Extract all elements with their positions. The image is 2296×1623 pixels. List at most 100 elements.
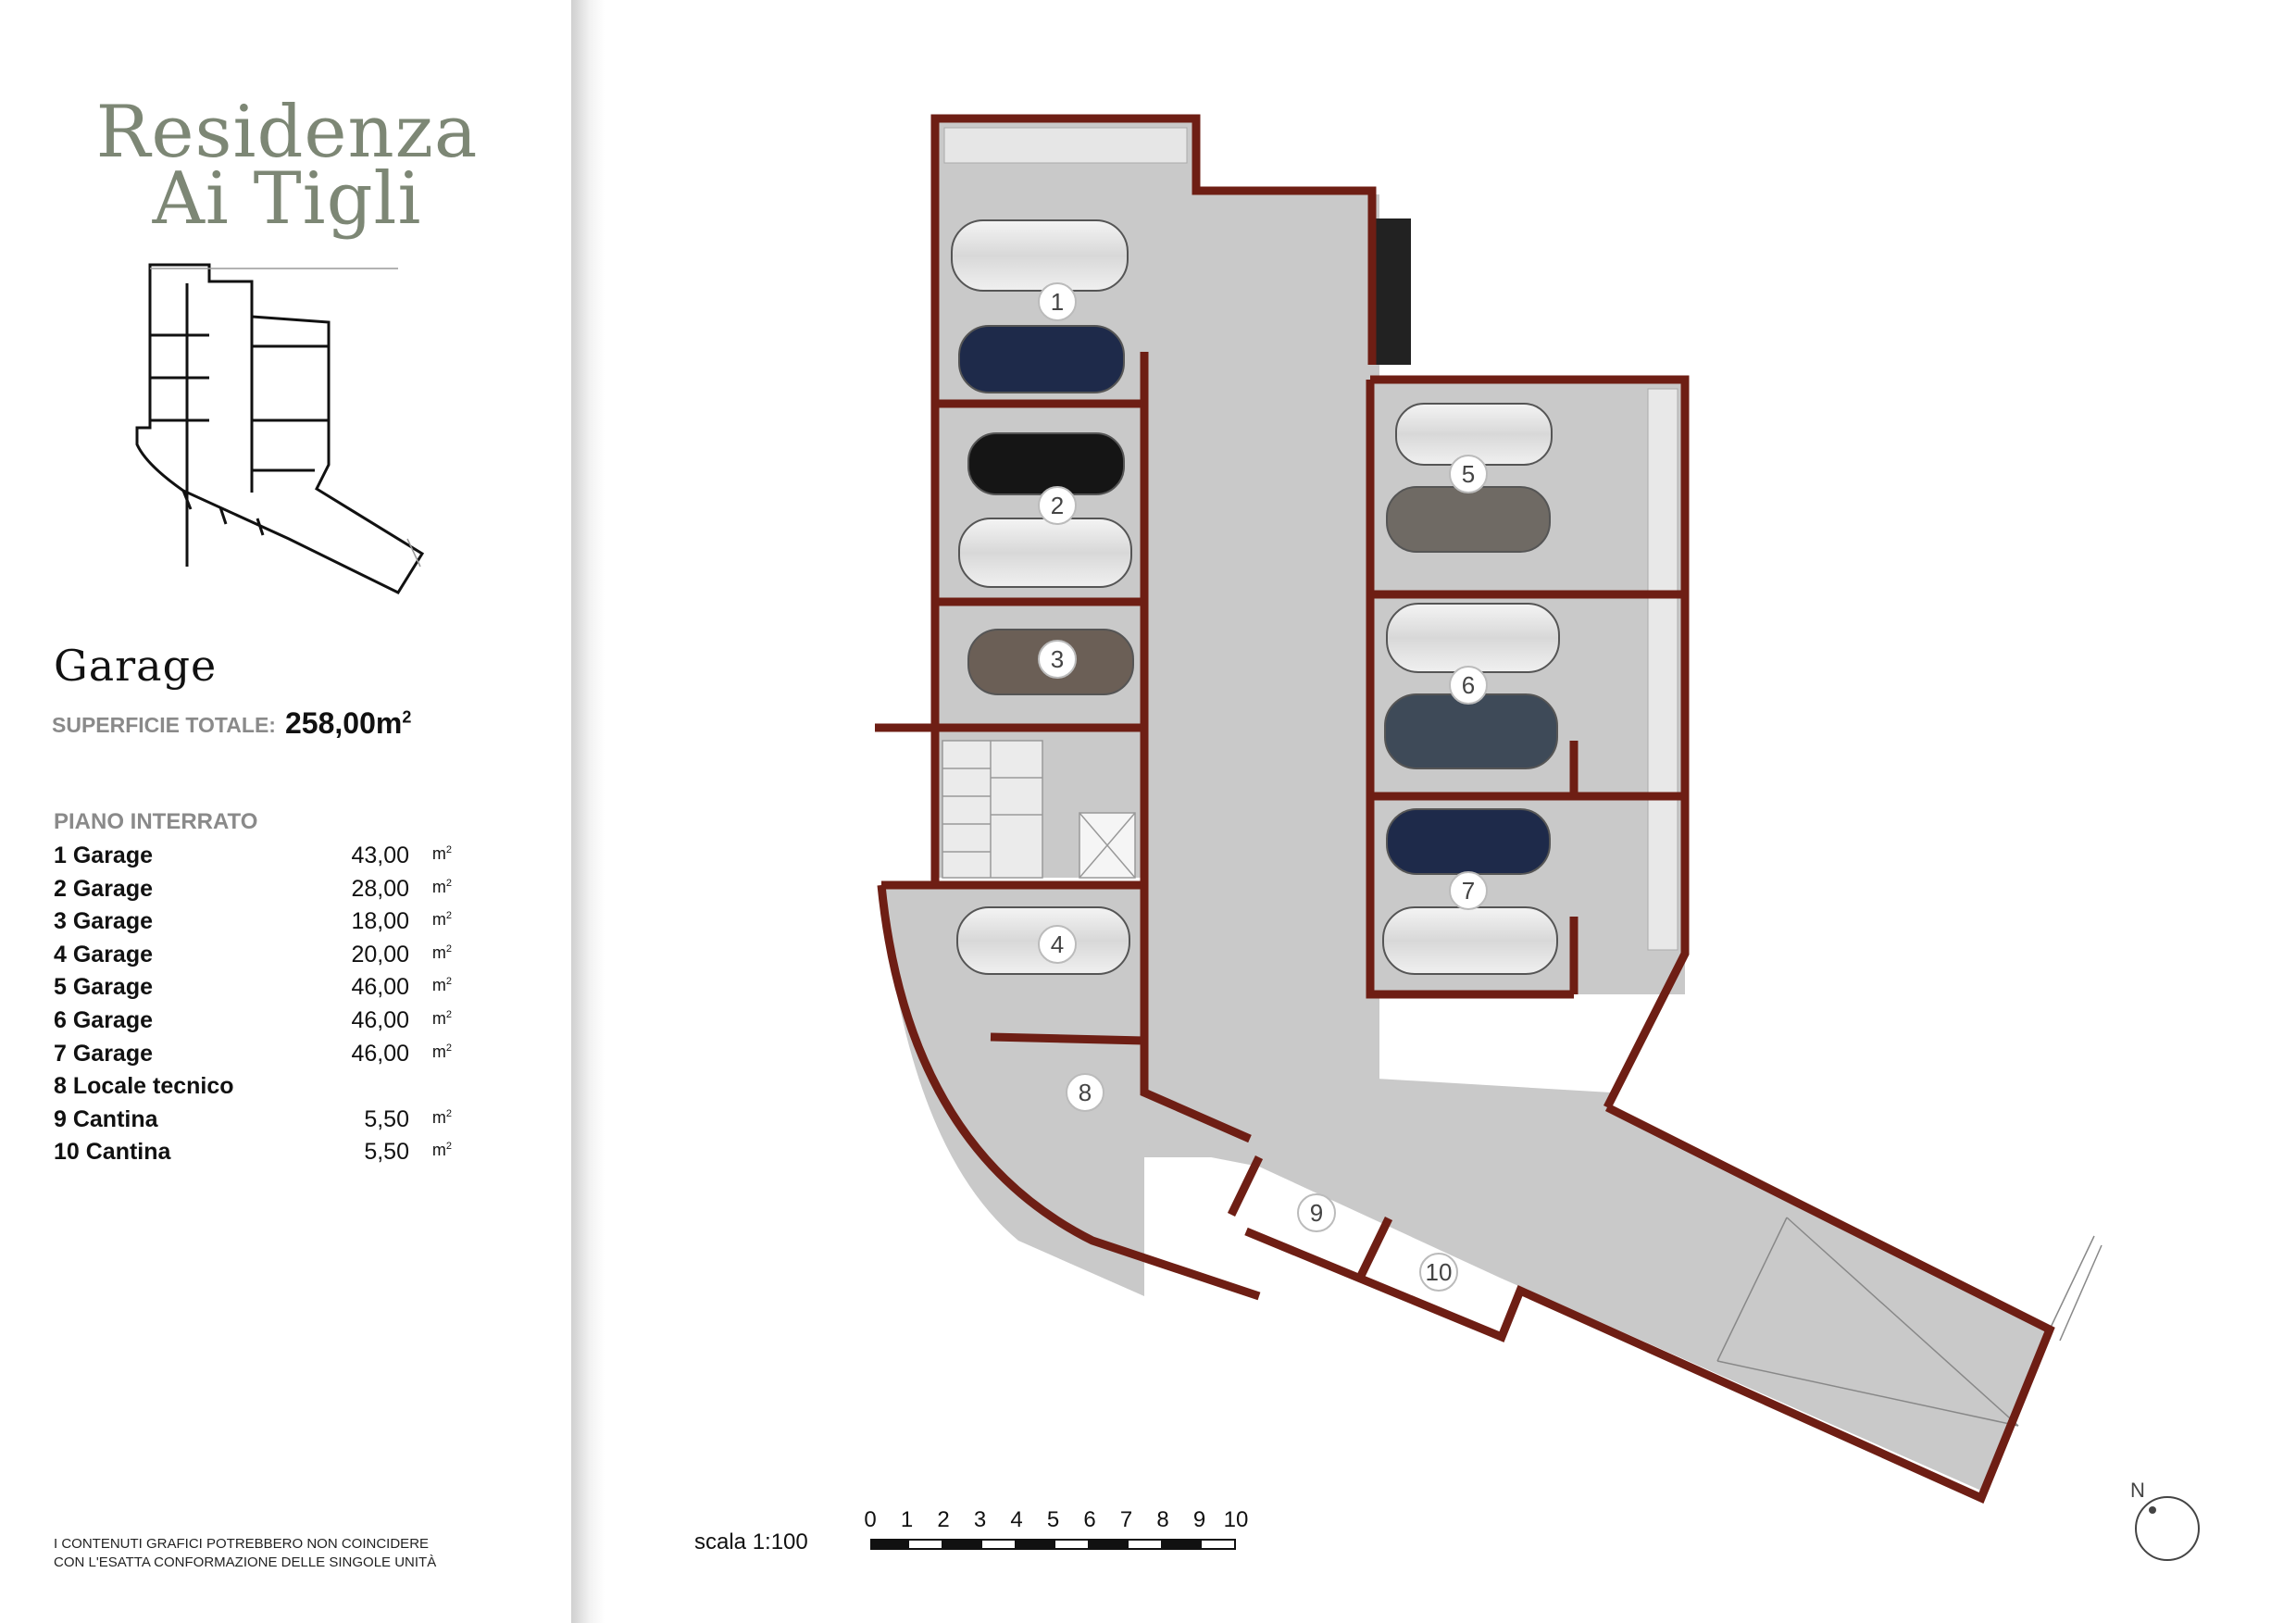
unit-label: 4 xyxy=(1051,930,1064,958)
room-list: 1 Garage 43,00 m2 2 Garage 28,00 m2 3 Ga… xyxy=(54,839,452,1168)
room-area: 5,50 xyxy=(364,1139,409,1166)
room-name: 5 Garage xyxy=(54,974,154,1001)
unit-label: 1 xyxy=(1051,288,1064,316)
north-arrow-icon xyxy=(2135,1496,2200,1561)
walls xyxy=(875,114,2055,1504)
staircase xyxy=(942,740,1136,879)
window-strip xyxy=(1647,797,1678,951)
room-unit: m2 xyxy=(431,910,452,930)
car-icon xyxy=(958,325,1125,393)
room-name: 9 Cantina xyxy=(54,1105,158,1132)
car-icon xyxy=(1384,693,1558,769)
disclaimer-line: con l'esatta conformazione delle singole… xyxy=(54,1554,437,1570)
room-unit: m2 xyxy=(431,1141,452,1160)
room-unit: m2 xyxy=(431,1107,452,1127)
room-name: 1 Garage xyxy=(54,843,154,868)
disclaimer-line: I contenuti grafici potrebbero non coinc… xyxy=(54,1536,430,1552)
window-strip xyxy=(943,127,1188,164)
room-row: 7 Garage 46,00 m2 xyxy=(54,1037,452,1070)
room-unit: m2 xyxy=(431,976,452,995)
room-row: 9 Cantina 5,50 m2 xyxy=(54,1103,452,1136)
car-icon xyxy=(951,219,1129,292)
room-unit: m2 xyxy=(431,1008,452,1028)
grille xyxy=(1376,218,1411,365)
unit-label: 2 xyxy=(1051,492,1064,519)
room-area: 28,00 xyxy=(351,875,409,902)
room-area: 46,00 xyxy=(351,1006,409,1033)
total-area-value: 258,00m2 xyxy=(285,706,412,740)
unit-markers: 1 2 3 4 5 6 7 8 9 10 xyxy=(1038,282,1488,1292)
brand-title-line1: Residenza xyxy=(95,91,479,174)
ramp xyxy=(1716,1217,2103,1427)
scale-segment xyxy=(1126,1539,1163,1550)
key-plan-thumbnail xyxy=(135,263,425,594)
car-icon xyxy=(958,518,1132,588)
total-area-label: SUPERFICIE TOTALE: xyxy=(52,713,276,737)
room-unit: m2 xyxy=(431,943,452,962)
scale-segment xyxy=(1017,1539,1054,1550)
scale-tick-label: 0 xyxy=(864,1507,877,1532)
window-strip xyxy=(1647,388,1678,592)
scale-tick-label: 9 xyxy=(1192,1507,1206,1532)
unit-label: 9 xyxy=(1310,1199,1323,1227)
car-icon xyxy=(967,432,1125,495)
room-area: 43,00 xyxy=(351,843,409,868)
room-name: 3 Garage xyxy=(54,908,154,935)
unit-label: 6 xyxy=(1462,671,1475,699)
room-area: 46,00 xyxy=(351,974,409,1001)
unit-label: 10 xyxy=(1426,1258,1453,1286)
scale-segment xyxy=(1163,1539,1200,1550)
scale-tick-label: 4 xyxy=(1010,1507,1023,1532)
north-dot xyxy=(2149,1506,2156,1514)
room-name: 7 Garage xyxy=(54,1040,154,1067)
scale-tick-label: 10 xyxy=(1223,1507,1249,1532)
scale-segment xyxy=(1199,1539,1236,1550)
room-name: 4 Garage xyxy=(54,941,154,968)
room-area: 5,50 xyxy=(364,1105,409,1132)
floor-area xyxy=(881,122,2046,1491)
scale-tick-label: 3 xyxy=(973,1507,987,1532)
room-area: 18,00 xyxy=(351,908,409,935)
scale-segment xyxy=(1053,1539,1090,1550)
unit-label: 7 xyxy=(1462,877,1475,905)
scale-segment xyxy=(980,1539,1017,1550)
car-icon xyxy=(1386,808,1551,875)
window-strip xyxy=(1647,595,1678,793)
section-title: Garage xyxy=(54,641,218,691)
floor-label: PIANO INTERRATO xyxy=(54,809,258,834)
room-row: 4 Garage 20,00 m2 xyxy=(54,938,452,971)
room-unit: m2 xyxy=(431,877,452,896)
room-name: 6 Garage xyxy=(54,1006,154,1033)
unit-label: 3 xyxy=(1051,645,1064,673)
car-icon xyxy=(1386,486,1551,553)
car-icon xyxy=(1386,603,1560,673)
scale-tick-label: 8 xyxy=(1156,1507,1169,1532)
unit-label: 8 xyxy=(1079,1079,1092,1106)
scale-segment xyxy=(943,1539,980,1550)
room-unit: m2 xyxy=(431,1042,452,1061)
room-row: 1 Garage 43,00 m2 xyxy=(54,839,452,872)
room-row: 8 Locale tecnico xyxy=(54,1069,452,1103)
scale-segment xyxy=(1090,1539,1127,1550)
north-label: N xyxy=(2130,1479,2145,1502)
room-area: 20,00 xyxy=(351,941,409,968)
car-icon xyxy=(1382,906,1558,975)
room-row: 10 Cantina 5,50 m2 xyxy=(54,1135,452,1168)
room-row: 3 Garage 18,00 m2 xyxy=(54,905,452,938)
unit-label: 5 xyxy=(1462,460,1475,488)
scale-tick-label: 1 xyxy=(900,1507,914,1532)
scale-segment xyxy=(906,1539,943,1550)
brand-title-line2: Ai Tigli xyxy=(152,157,422,241)
room-row: 5 Garage 46,00 m2 xyxy=(54,970,452,1004)
disclaimer: I contenuti grafici potrebbero non coinc… xyxy=(54,1535,480,1572)
room-unit: m2 xyxy=(431,844,452,863)
scale-tick-label: 5 xyxy=(1046,1507,1060,1532)
scale-tick-label: 7 xyxy=(1119,1507,1133,1532)
scale-label: scala 1:100 xyxy=(694,1529,808,1554)
scale-tick-label: 2 xyxy=(937,1507,950,1532)
room-name: 10 Cantina xyxy=(54,1139,171,1166)
room-area: 46,00 xyxy=(351,1040,409,1067)
panel-shadow xyxy=(571,0,605,1623)
scale-tick-label: 6 xyxy=(1083,1507,1096,1532)
